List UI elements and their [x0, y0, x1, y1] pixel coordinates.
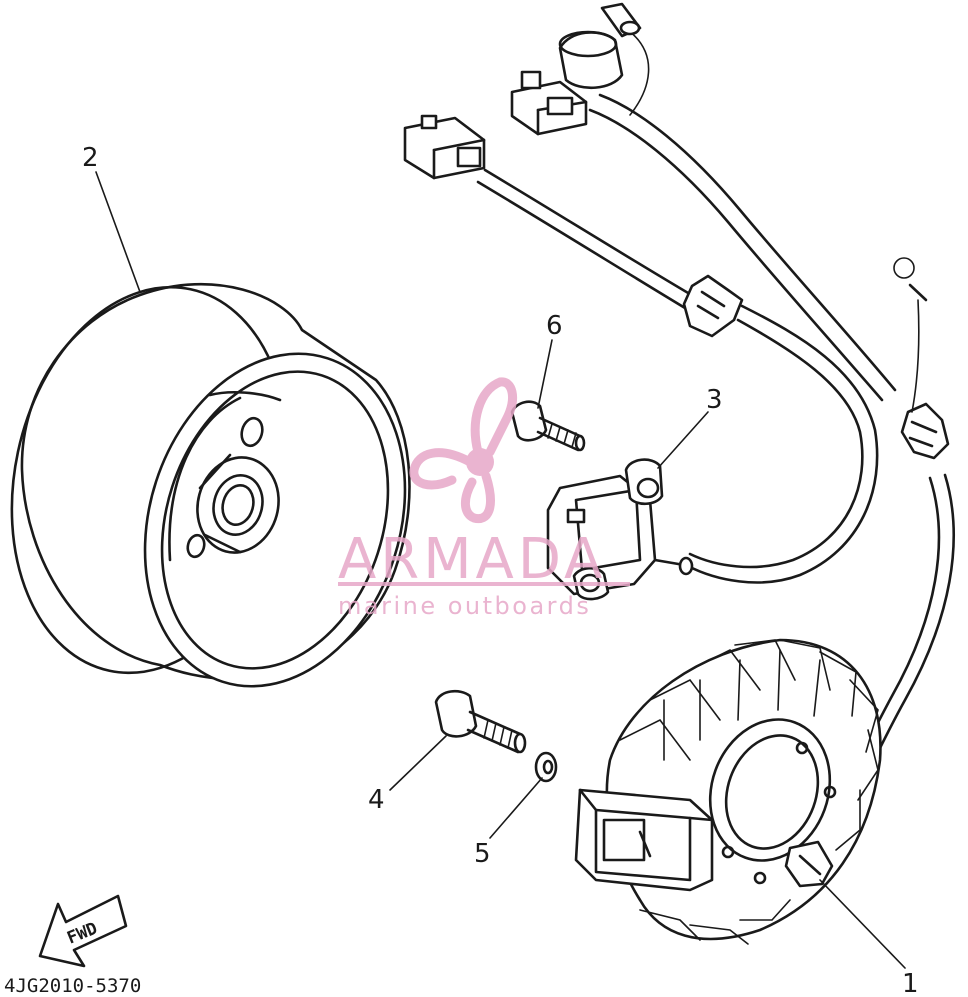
connector-cap — [558, 30, 624, 90]
watermark: ARMADA marine outboards — [338, 377, 630, 620]
connector-right — [510, 70, 588, 136]
part-code: 4JG2010-5370 — [4, 975, 141, 997]
callout-4: 4 — [368, 785, 385, 815]
callout-1: 1 — [902, 969, 919, 997]
flywheel-rotor — [10, 282, 411, 688]
callout-6: 6 — [546, 311, 563, 341]
stator-part-1 — [574, 638, 882, 945]
lighting-coil-block — [574, 788, 714, 892]
wiring-harness — [476, 29, 955, 832]
watermark-divider — [338, 582, 630, 586]
connector-left — [403, 114, 486, 180]
harness-connectors — [403, 2, 642, 180]
callout-2: 2 — [82, 143, 99, 173]
watermark-tagline: marine outboards — [338, 592, 591, 620]
cable-grommet-right — [900, 402, 950, 460]
propeller-logo-icon — [409, 377, 518, 524]
callout-numbers: 1 2 3 4 5 6 — [82, 143, 919, 997]
watermark-brand: ARMADA — [338, 527, 606, 592]
screw-part-4 — [434, 689, 527, 754]
callout-3: 3 — [706, 385, 723, 415]
bullet-terminal — [600, 2, 642, 38]
screw-part-6 — [510, 400, 586, 452]
leader-lines — [95, 171, 906, 969]
callout-5: 5 — [474, 839, 491, 869]
washer-part-5 — [534, 751, 558, 783]
cable-grommet-left — [682, 274, 744, 338]
fwd-arrow-icon: FWD — [38, 894, 128, 968]
